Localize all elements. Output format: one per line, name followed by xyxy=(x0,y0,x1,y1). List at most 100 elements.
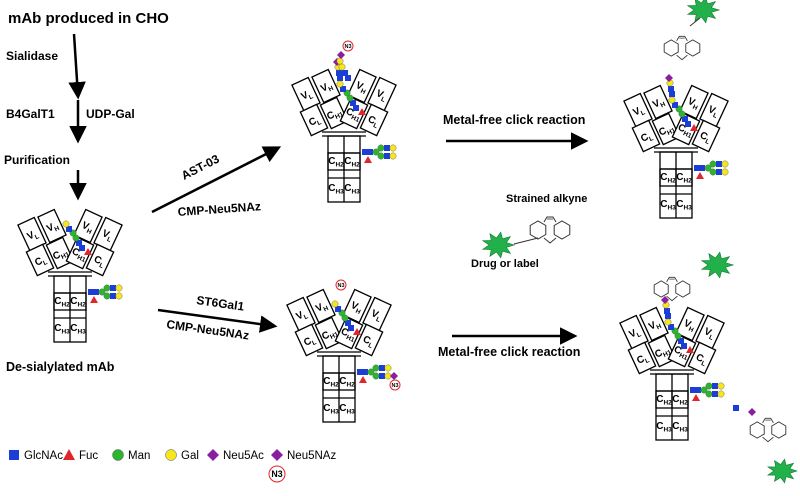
glcnac-square xyxy=(335,306,341,312)
cl-domain: CL xyxy=(294,323,324,357)
glcnac-square xyxy=(337,75,343,81)
cl-domain: CL xyxy=(299,103,329,137)
azide-text: N3 xyxy=(391,383,398,389)
glcnac-square xyxy=(79,245,85,251)
drug-star xyxy=(766,458,798,484)
click-bottom-label: Metal-free click reaction xyxy=(438,345,580,359)
arrow-route-top xyxy=(151,146,282,214)
glcnac-square xyxy=(336,70,342,76)
sialic-diamond xyxy=(665,74,673,82)
gal-circle xyxy=(115,292,123,300)
glcnac-square xyxy=(367,149,373,155)
glcnac-square xyxy=(88,289,94,295)
glcnac-square xyxy=(678,338,684,344)
azide-tag: N3 xyxy=(335,279,347,291)
vh-domain-box xyxy=(311,68,341,104)
glcnac-square xyxy=(694,165,700,171)
glcnac-square xyxy=(665,313,671,319)
glcnac-square xyxy=(379,373,385,379)
man-circle xyxy=(377,152,385,160)
domain-label-ch3: CH3 xyxy=(344,183,360,196)
benzene-ring xyxy=(553,220,571,240)
benzene-ring xyxy=(675,280,691,298)
cl-domain-box xyxy=(687,341,717,375)
glcnac-square xyxy=(340,86,346,92)
azide-text: N3 xyxy=(337,283,344,289)
glcnac-square xyxy=(712,383,718,389)
glcnac-square xyxy=(345,320,351,326)
fc-glycan xyxy=(690,382,725,401)
man-circle xyxy=(664,318,672,326)
fab-glycan xyxy=(661,296,694,353)
legend-diamond-icon xyxy=(271,449,283,461)
benzene-ring xyxy=(663,39,679,57)
gal-circle xyxy=(115,284,123,292)
glcnac-square xyxy=(681,343,687,349)
vh-domain-box xyxy=(306,288,336,324)
vh-domain: VH xyxy=(306,288,336,324)
drug-star xyxy=(686,0,721,24)
domain-label-ch3: CH3 xyxy=(70,323,86,336)
cl-domain: CL xyxy=(25,243,55,277)
vh-domain-box xyxy=(73,208,103,244)
man-circle xyxy=(674,332,682,340)
glcnac-square xyxy=(690,387,696,393)
fucose-triangle xyxy=(84,248,92,255)
vl-domain: VL xyxy=(17,216,47,252)
fucose-triangle xyxy=(358,108,366,115)
man-circle xyxy=(341,314,349,322)
man-circle xyxy=(678,110,686,118)
fucose-triangle xyxy=(359,376,367,383)
benzene-ring xyxy=(529,220,547,240)
ch1-domain-box xyxy=(339,96,369,130)
benzene-ring xyxy=(653,280,669,298)
man-circle xyxy=(103,292,111,300)
legend-item-man: Man xyxy=(112,449,150,462)
legend-label: Neu5NAz xyxy=(287,450,336,462)
man-circle xyxy=(377,144,385,152)
glcnac-square xyxy=(716,169,722,175)
strained-alkyne-label: Strained alkyne xyxy=(506,193,587,205)
gal-circle xyxy=(717,390,725,398)
vh-domain: VH xyxy=(73,208,103,244)
man-circle xyxy=(705,390,713,398)
fucose-triangle xyxy=(692,394,700,401)
fc-glycan xyxy=(88,284,123,303)
vh-domain-box xyxy=(342,288,372,324)
ch1-domain-box xyxy=(65,236,95,270)
gal-circle xyxy=(717,382,725,390)
azide-ring xyxy=(335,279,347,291)
vh-domain-box xyxy=(37,208,67,244)
fc-glycan xyxy=(694,160,729,179)
glcnac-square xyxy=(668,324,674,330)
cl-domain-box xyxy=(627,341,657,375)
azide-ring xyxy=(268,465,286,483)
fab-glycan xyxy=(665,74,698,131)
vh-domain: VH xyxy=(342,288,372,324)
man-circle xyxy=(346,94,354,102)
glcnac-square xyxy=(733,405,739,411)
man-circle xyxy=(336,80,344,88)
cl-domain-box xyxy=(299,103,329,137)
sialic-diamond xyxy=(661,296,669,304)
cl-domain-box xyxy=(85,243,115,277)
man-circle xyxy=(367,368,375,376)
azide-tag: N3 xyxy=(268,465,286,483)
legend-square-icon xyxy=(9,450,19,460)
azide-text: N3 xyxy=(271,469,282,479)
step-b4galt1: B4GalT1 xyxy=(6,107,55,121)
glcnac-square xyxy=(66,226,72,232)
dibenzocyclooctyne xyxy=(663,35,701,61)
desialylated-label: De-sialylated mAb xyxy=(6,360,115,374)
man-circle xyxy=(103,284,111,292)
gal-circle xyxy=(389,144,397,152)
glcnac-square xyxy=(379,365,385,371)
step-sialidase: Sialidase xyxy=(6,49,58,63)
ch1-domain-box xyxy=(334,316,364,350)
route-bottom-enzyme: ST6Gal1 xyxy=(196,293,246,314)
cyclooctyne-ring xyxy=(762,417,774,443)
fucose-triangle xyxy=(696,172,704,179)
